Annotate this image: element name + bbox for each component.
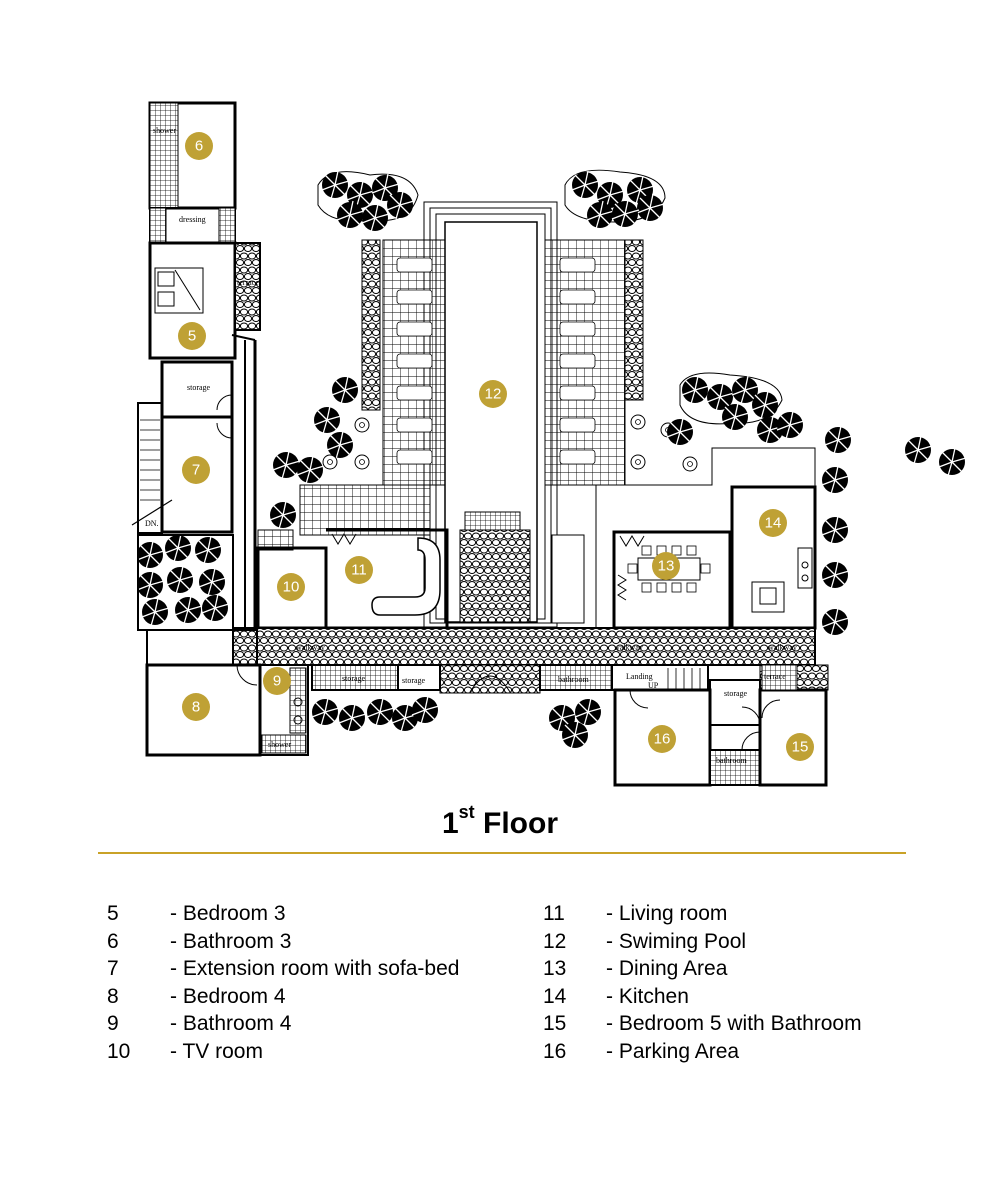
legend-number: 5 [107,902,119,925]
label-shower-top: shower [153,126,176,135]
badge-room-7: 7 [182,456,210,484]
label-terrace-right: terrace [764,672,786,681]
legend-number: 9 [107,1012,119,1035]
svg-text:5: 5 [188,328,196,345]
svg-text:13: 13 [658,558,675,575]
label-up: UP [648,681,659,690]
legend-text: - Living room [606,902,728,925]
label-walkway-2: walkway [614,643,643,652]
floor-plan: shower dressing terrace storage DN. walk… [131,101,967,787]
label-storage-c: storage [402,676,426,685]
legend-number: 15 [543,1012,567,1035]
walkway-strip [232,627,829,694]
svg-text:9: 9 [273,673,281,690]
right-wing [595,447,817,630]
label-storage-a: storage [187,383,211,392]
left-wing [131,101,261,631]
badge-room-13: 13 [652,552,680,580]
divider-rule [98,852,906,854]
label-shower-bottom: shower [268,740,291,749]
svg-text:6: 6 [195,138,203,155]
label-terrace-left: terrace [237,278,259,287]
label-bathroom-b: bathroom [716,756,747,765]
legend-text: - Bedroom 3 [170,902,286,925]
svg-text:16: 16 [654,731,671,748]
floor-title-word: Floor [483,807,559,840]
badge-room-5: 5 [178,322,206,350]
badge-room-14: 14 [759,509,787,537]
badge-room-12: 12 [479,380,507,408]
legend-number: 8 [107,984,119,1008]
svg-text:12: 12 [485,386,502,403]
landscaping [136,169,967,750]
badge-room-15: 15 [786,733,814,761]
legend-number: 6 [107,929,119,953]
label-dn: DN. [145,519,159,528]
pool-area [299,201,644,628]
legend-text: - TV room [170,1039,263,1063]
label-dressing: dressing [179,215,206,224]
floor-title-suffix: st [458,802,475,822]
svg-text:15: 15 [792,739,809,756]
badge-room-8: 8 [182,693,210,721]
legend-text: - Swiming Pool [606,929,747,953]
legend-number: 16 [543,1039,567,1063]
badge-room-6: 6 [185,132,213,160]
legend-number: 11 [543,902,565,925]
svg-text:7: 7 [192,462,200,479]
label-storage-b: storage [342,674,366,683]
svg-text:14: 14 [765,515,782,532]
legend-number: 13 [543,957,567,980]
plan-labels: shower dressing terrace storage DN. walk… [145,126,797,765]
floor-title: 1st Floor [0,802,1000,841]
floor-title-number: 1 [441,807,459,840]
svg-text:11: 11 [351,562,367,579]
badge-room-9: 9 [263,667,291,695]
legend-text: - Bedroom 4 [170,984,286,1008]
legend-text: - Bathroom 3 [170,929,292,953]
lower-wing [145,629,828,787]
badge-room-10: 10 [277,573,305,601]
legend-number: 7 [107,957,119,980]
legend-number: 10 [107,1039,131,1063]
legend-text: - Kitchen [606,984,689,1008]
badge-room-16: 16 [648,725,676,753]
legend-number: 14 [543,984,567,1008]
badge-room-11: 11 [345,556,373,584]
label-walkway-1: walkway [296,643,325,652]
legend-text: - Dining Area [606,957,728,980]
label-walkway-3: walkway [768,643,797,652]
label-bathroom-a: bathroom [558,675,589,684]
label-landing: Landing [626,672,653,681]
svg-text:10: 10 [283,579,300,596]
legend-text: - Extension room with sofa-bed [170,957,460,980]
legend-text: - Parking Area [606,1039,740,1063]
label-storage-d: storage [724,689,748,698]
legend-text: - Bathroom 4 [170,1012,292,1035]
legend-text: - Bedroom 5 with Bathroom [606,1012,862,1035]
room-badges: 6 5 7 12 10 11 13 14 9 8 16 15 [178,132,814,761]
svg-text:8: 8 [192,699,200,716]
legend-number: 12 [543,929,567,953]
